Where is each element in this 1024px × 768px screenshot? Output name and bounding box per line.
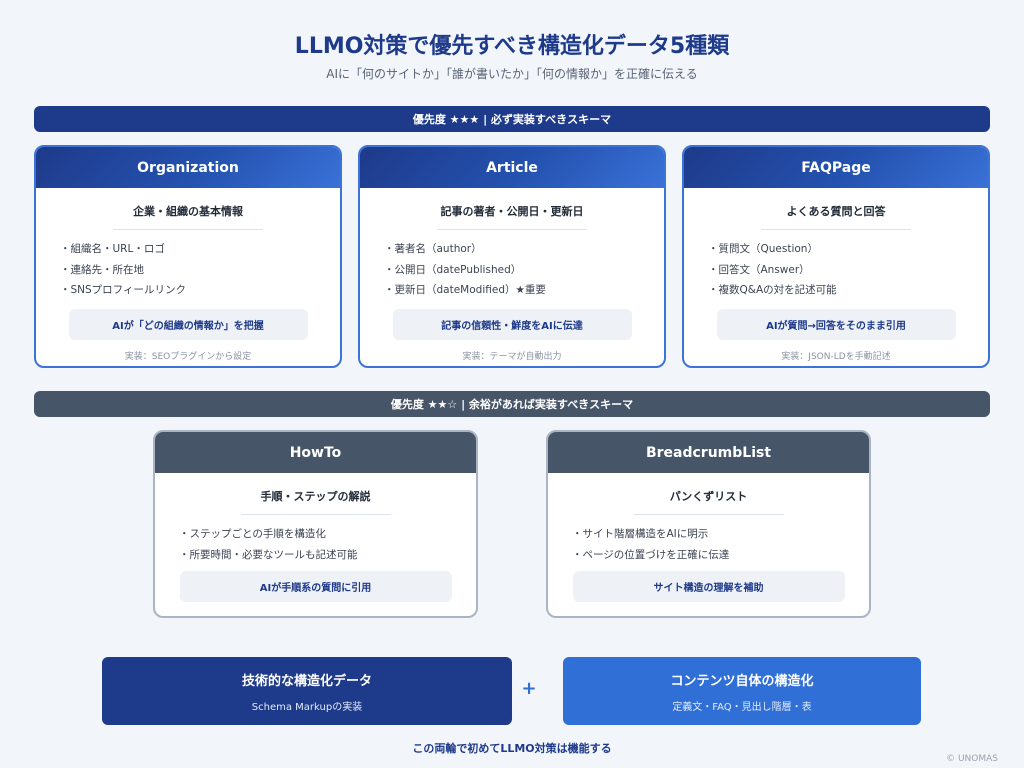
feature-list: 質問文（Question） 回答文（Answer） 複数Q&Aの対を記述可能: [684, 239, 988, 301]
list-item: SNSプロフィールリンク: [60, 280, 340, 301]
tagline: この両輪で初めてLLMO対策は機能する: [412, 742, 612, 755]
content-structuring-box: コンテンツ自体の構造化 定義文・FAQ・見出し階層・表: [563, 657, 921, 725]
benefit-note: AIが手順系の質問に引用: [179, 571, 452, 602]
schema-card-article: Article 記事の著者・公開日・更新日 著者名（author） 公開日（da…: [358, 145, 666, 368]
divider: [761, 229, 911, 230]
card-subtitle: よくある質問と回答: [786, 205, 886, 218]
benefit-note: 記事の信頼性・鮮度をAIに伝達: [392, 308, 632, 340]
feature-list: 著者名（author） 公開日（datePublished） 更新日（dateM…: [360, 239, 664, 301]
page-title: LLMO対策で優先すべき構造化データ5種類: [294, 34, 730, 59]
technical-structuring-box: 技術的な構造化データ Schema Markupの実装: [102, 657, 512, 725]
divider: [633, 514, 784, 515]
box-subtitle: Schema Markupの実装: [251, 701, 363, 713]
list-item: 公開日（datePublished）: [384, 260, 664, 281]
benefit-note: AIが「どの組織の情報か」を把握: [68, 308, 308, 340]
implementation-note: 実装：SEOプラグインから設定: [124, 351, 252, 362]
list-item: 組織名・URL・ロゴ: [60, 239, 340, 260]
feature-list: ステップごとの手順を構造化 所要時間・必要なツールも記述可能: [155, 524, 476, 565]
implementation-note: 実装：JSON-LDを手動記述: [781, 351, 891, 362]
plus-icon: +: [521, 678, 537, 699]
divider: [113, 229, 263, 230]
schema-card-howto: HowTo 手順・ステップの解説 ステップごとの手順を構造化 所要時間・必要なツ…: [153, 430, 478, 618]
card-subtitle: 手順・ステップの解説: [260, 490, 371, 503]
list-item: 連絡先・所在地: [60, 260, 340, 281]
card-subtitle: 記事の著者・公開日・更新日: [440, 205, 584, 218]
list-item: 質問文（Question）: [708, 239, 988, 260]
implementation-note: 実装：テーマが自動出力: [462, 351, 562, 362]
feature-list: サイト階層構造をAIに明示 ページの位置づけを正確に伝達: [548, 524, 869, 565]
copyright: © UNOMAS: [946, 754, 998, 764]
benefit-note: AIが質問→回答をそのまま引用: [716, 308, 956, 340]
schema-card-organization: Organization 企業・組織の基本情報 組織名・URL・ロゴ 連絡先・所…: [34, 145, 342, 368]
list-item: ページの位置づけを正確に伝達: [572, 545, 869, 566]
card-title: FAQPage: [684, 147, 988, 188]
schema-card-breadcrumblist: BreadcrumbList パンくずリスト サイト階層構造をAIに明示 ページ…: [546, 430, 871, 618]
card-title: Article: [360, 147, 664, 188]
list-item: 複数Q&Aの対を記述可能: [708, 280, 988, 301]
benefit-note: サイト構造の理解を補助: [572, 571, 845, 602]
card-subtitle: 企業・組織の基本情報: [133, 205, 243, 218]
schema-card-faqpage: FAQPage よくある質問と回答 質問文（Question） 回答文（Answ…: [682, 145, 990, 368]
list-item: 著者名（author）: [384, 239, 664, 260]
list-item: 回答文（Answer）: [708, 260, 988, 281]
card-title: HowTo: [155, 432, 476, 473]
priority-mid-banner: 優先度 ★★☆ | 余裕があれば実装すべきスキーマ: [34, 391, 990, 417]
box-subtitle: 定義文・FAQ・見出し階層・表: [672, 701, 812, 713]
page-subtitle: AIに「何のサイトか」「誰が書いたか」「何の情報か」を正確に伝える: [326, 67, 698, 81]
list-item: ステップごとの手順を構造化: [179, 524, 476, 545]
divider: [437, 229, 587, 230]
priority-high-banner: 優先度 ★★★ | 必ず実装すべきスキーマ: [34, 106, 990, 132]
box-title: コンテンツ自体の構造化: [670, 673, 814, 689]
list-item: 所要時間・必要なツールも記述可能: [179, 545, 476, 566]
list-item: 更新日（dateModified）★重要: [384, 280, 664, 301]
list-item: サイト階層構造をAIに明示: [572, 524, 869, 545]
box-title: 技術的な構造化データ: [241, 673, 372, 689]
card-title: Organization: [36, 147, 340, 188]
card-subtitle: パンくずリスト: [669, 490, 748, 503]
feature-list: 組織名・URL・ロゴ 連絡先・所在地 SNSプロフィールリンク: [36, 239, 340, 301]
divider: [240, 514, 391, 515]
card-title: BreadcrumbList: [548, 432, 869, 473]
